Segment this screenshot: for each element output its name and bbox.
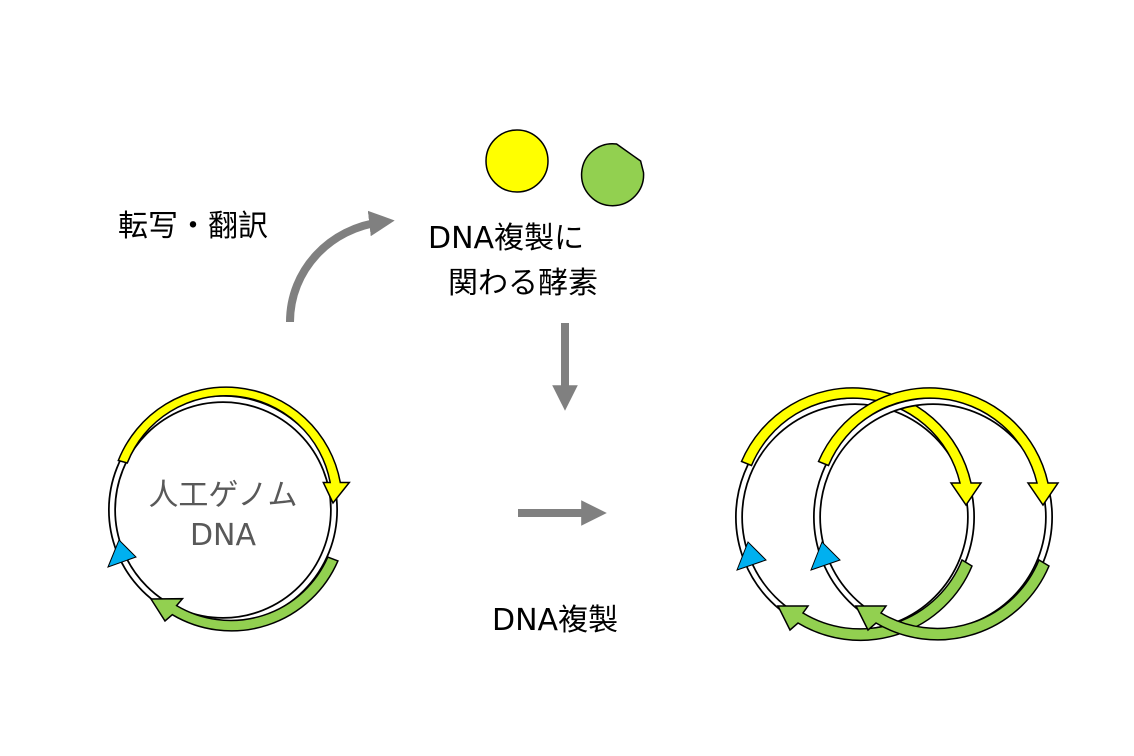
blue-origin-marker-icon bbox=[107, 539, 137, 568]
blue-origin-marker-icon bbox=[810, 541, 841, 571]
replicated-plasmid-2 bbox=[810, 387, 1060, 641]
green-gene-arrow bbox=[854, 558, 1050, 641]
green-gene-arrow bbox=[149, 556, 339, 632]
artificial-genome-plasmid: 人工ゲノム DNA bbox=[107, 386, 351, 632]
curved-arrow bbox=[286, 210, 395, 323]
yellow-gene-arrow bbox=[117, 386, 351, 505]
label-genome-line1: 人工ゲノム bbox=[148, 478, 297, 513]
green-gene-arrow bbox=[776, 558, 973, 642]
label-enzymes-line1: DNA複製に bbox=[428, 221, 584, 256]
yellow-gene-arrow bbox=[740, 387, 983, 507]
yellow-gene-arrow bbox=[817, 387, 1060, 507]
enzyme-green-pacman-icon bbox=[580, 142, 645, 207]
label-genome-line2: DNA bbox=[190, 518, 257, 553]
blue-origin-marker-icon bbox=[736, 541, 767, 571]
label-enzymes-line2: 関わる酵素 bbox=[448, 266, 598, 301]
replicated-plasmid-1 bbox=[735, 387, 983, 642]
label-transcription-translation: 転写・翻訳 bbox=[118, 209, 268, 244]
enzyme-yellow-circle-icon bbox=[485, 129, 549, 193]
label-dna-replication: DNA複製 bbox=[492, 603, 618, 638]
